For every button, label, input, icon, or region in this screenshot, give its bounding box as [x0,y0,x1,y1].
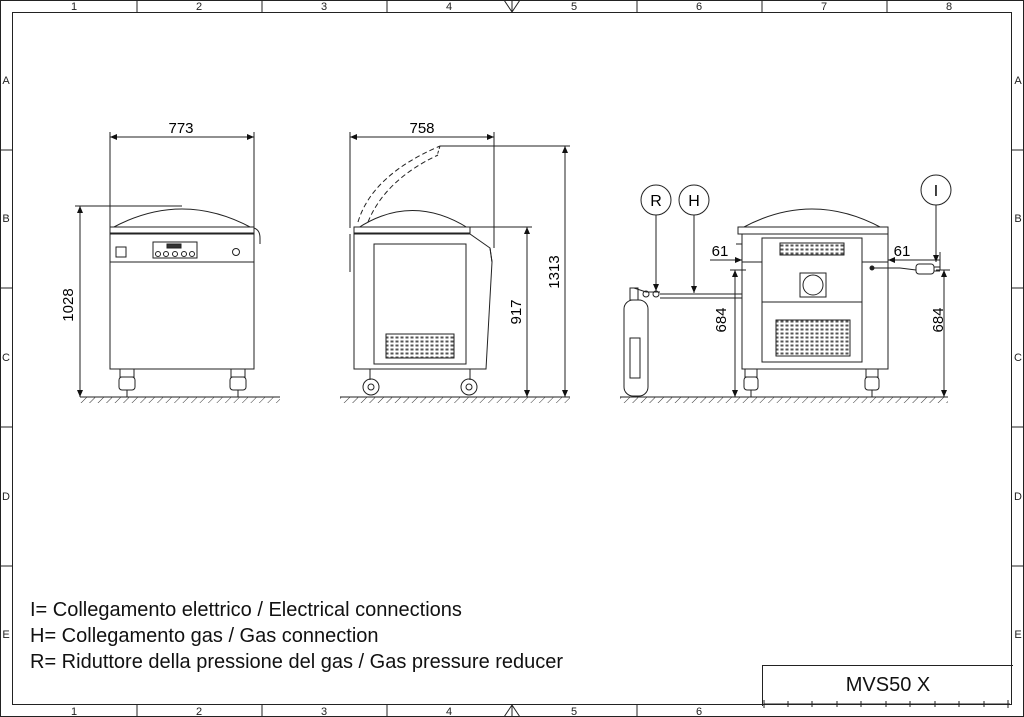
row-label-c-right: C [1014,352,1022,364]
rear-view [620,174,952,403]
title-block: MVS50 X [762,665,1013,706]
legend-item-i: I= Collegamento elettrico / Electrical c… [30,599,462,621]
rear-height-left-dimension: 684 [713,307,730,332]
rear-offset-right-dimension: 61 [894,243,911,260]
col-label-1: 1 [71,1,77,13]
col-label-8: 8 [946,1,952,13]
row-label-d: D [2,491,10,503]
callout-r-label: R [650,193,662,210]
front-height-dimension: 1028 [60,288,77,321]
col-label-5-bottom: 5 [571,706,577,717]
side-width-dimension: 758 [409,120,434,137]
row-label-e-right: E [1014,629,1021,641]
col-label-2-bottom: 2 [196,706,202,717]
col-label-3-bottom: 3 [321,706,327,717]
row-label-b-right: B [1014,213,1021,225]
front-width-dimension: 773 [168,120,193,137]
row-label-d-right: D [1014,491,1022,503]
callout-i-label: I [934,183,938,200]
callout-h-label: H [688,193,700,210]
col-label-2: 2 [196,1,202,13]
col-label-7: 7 [821,1,827,13]
side-height-open-dimension: 1313 [546,255,563,288]
front-view [75,132,280,403]
model-name: MVS50 X [845,674,931,696]
col-label-6-bottom: 6 [696,706,702,717]
row-label-a-right: A [1014,75,1022,87]
col-label-5: 5 [571,1,577,13]
side-height-closed-dimension: 917 [508,299,525,324]
row-label-a: A [2,75,10,87]
frame-column-labels: 1 2 3 4 5 6 7 8 1 2 3 4 5 6 [71,1,952,717]
scale-bar [763,700,1010,708]
legend-item-h: H= Collegamento gas / Gas connection [30,625,379,647]
col-label-4: 4 [446,1,452,13]
rear-height-right-dimension: 684 [930,307,947,332]
row-label-e: E [2,629,9,641]
legend-item-r: R= Riduttore della pressione del gas / G… [30,651,564,673]
row-label-b: B [2,213,9,225]
col-label-3: 3 [321,1,327,13]
col-label-4-bottom: 4 [446,706,452,717]
col-label-6: 6 [696,1,702,13]
rear-offset-left-dimension: 61 [712,243,729,260]
col-label-1-bottom: 1 [71,706,77,717]
frame-row-labels: A B C D E A B C D E [2,75,1022,641]
row-label-c: C [2,352,10,364]
side-view [340,132,570,403]
